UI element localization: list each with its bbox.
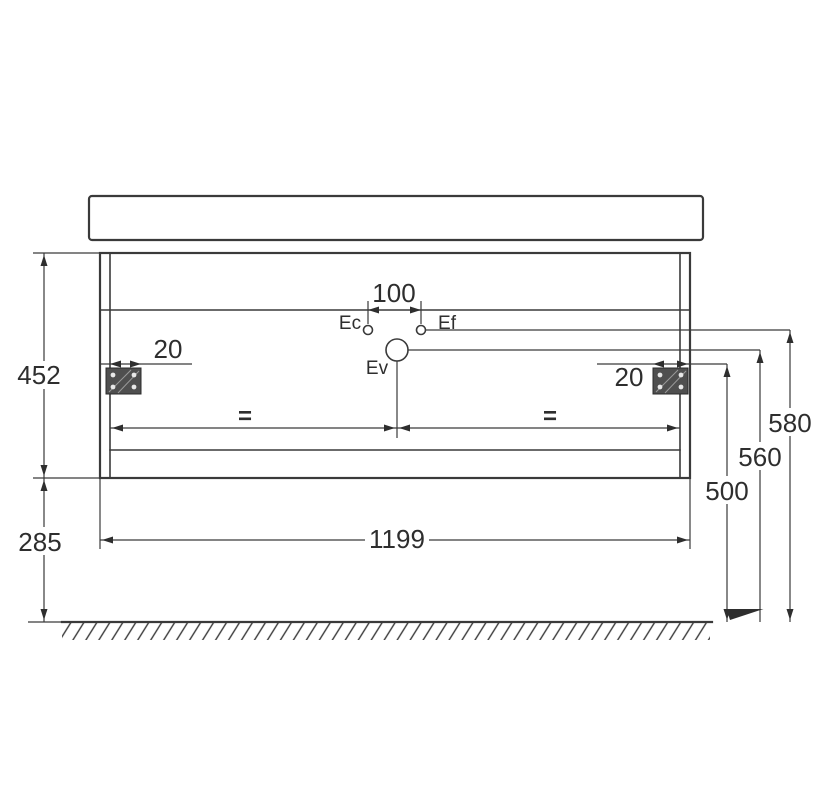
wall-bracket-left <box>105 367 142 395</box>
dim-water-supply-height: 580 <box>768 408 811 438</box>
equal-mark-right: = <box>543 403 557 430</box>
dim-bracket-offset-left: 20 <box>154 334 183 364</box>
drain-hole <box>385 338 409 362</box>
cold-water-hole <box>415 324 427 336</box>
dim-bracket-offset-right: 20 <box>615 362 644 392</box>
countertop-outline <box>87 194 705 242</box>
cabinet-body <box>98 251 692 480</box>
dimension-texts: 100 Ec Ef Ev 452 20 20 580 560 500 285 1… <box>17 278 811 557</box>
bracket-screw <box>657 372 663 378</box>
cabinet-outline <box>98 251 692 480</box>
bracket-screw <box>678 384 684 390</box>
label-hot-water: Ec <box>339 313 361 334</box>
bracket-screw <box>110 384 116 390</box>
bracket-screw <box>657 384 663 390</box>
dimension-lines <box>28 252 791 623</box>
dim-floor-clearance: 285 <box>18 527 61 557</box>
label-drain: Ev <box>366 358 389 379</box>
bracket-screw <box>131 384 137 390</box>
equal-mark-left: = <box>238 403 252 430</box>
ground <box>60 620 714 640</box>
wall-bracket-right <box>652 367 689 395</box>
bracket-screw <box>678 372 684 378</box>
dim-faucet-hole-spacing: 100 <box>372 278 415 308</box>
countertop <box>87 194 705 242</box>
dimension-halos <box>14 361 819 555</box>
dim-drain-height: 560 <box>738 442 781 472</box>
hot-water-hole <box>362 324 374 336</box>
bracket-screw <box>110 372 116 378</box>
dim-cabinet-width: 1199 <box>369 524 425 554</box>
bracket-screw <box>131 372 137 378</box>
dimension-arrows <box>40 255 794 620</box>
ground-hatching <box>62 623 710 640</box>
dim-bracket-height: 500 <box>705 476 748 506</box>
label-cold-water: Ef <box>438 313 457 334</box>
plumbing-connections <box>362 324 427 362</box>
dim-cabinet-height: 452 <box>17 360 60 390</box>
